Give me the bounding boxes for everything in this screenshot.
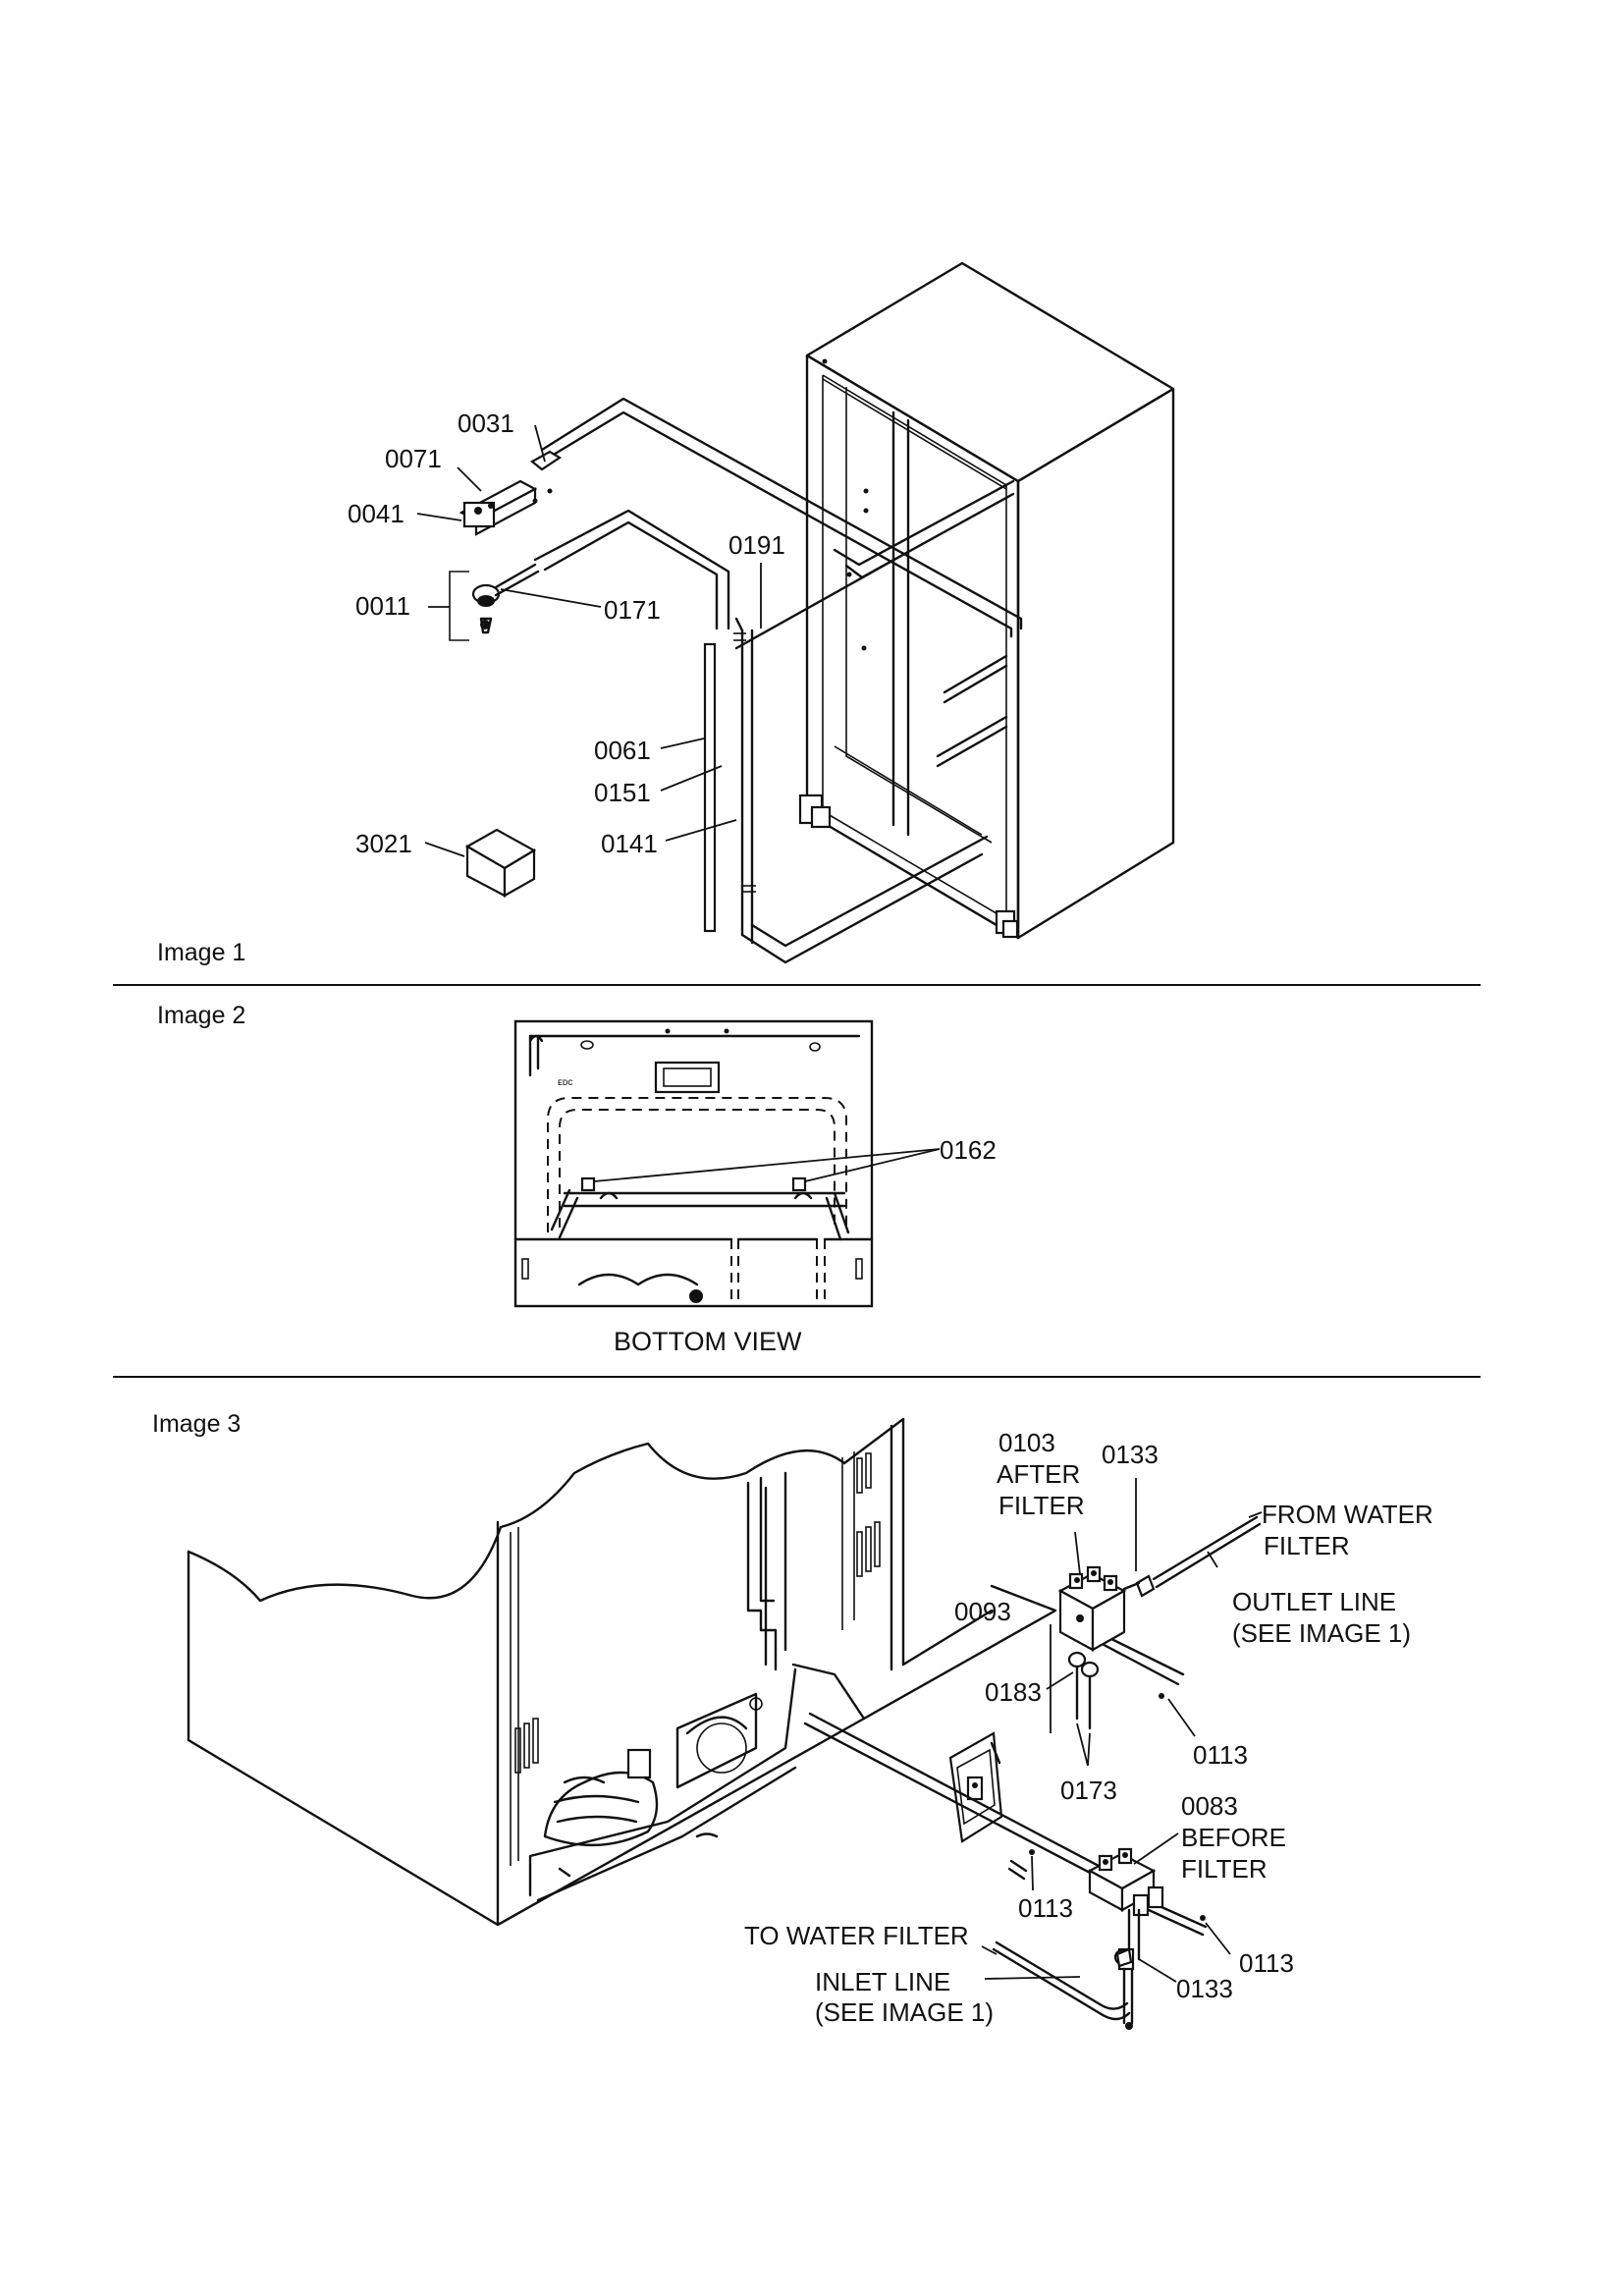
part-0093-bracket [948, 1731, 1003, 1843]
refrigerator-cabinet [798, 261, 1175, 940]
callout-0093: 0093 [954, 1597, 1011, 1626]
image1-label: Image 1 [157, 939, 245, 966]
callout-0113-b: 0113 [1018, 1893, 1073, 1923]
image2-label: Image 2 [157, 1002, 245, 1029]
image3-label: Image 3 [152, 1410, 241, 1438]
callout-0133-top: 0133 [1102, 1440, 1159, 1469]
refrigerator-lower-cutaway [187, 1417, 1057, 1927]
callout-0141: 0141 [601, 829, 658, 858]
callout-0173: 0173 [1060, 1776, 1117, 1805]
callout-0133-bottom: 0133 [1176, 1974, 1233, 2003]
callout-0011: 0011 [355, 591, 410, 621]
callout-0113-c: 0113 [1239, 1948, 1294, 1978]
inlet-line-label-1: INLET LINE [815, 1967, 950, 1996]
callout-0171: 0171 [604, 595, 661, 625]
to-water-filter-label: TO WATER FILTER [744, 1921, 969, 1950]
after-filter-label-1: AFTER [997, 1459, 1080, 1489]
from-water-filter-label-1: FROM WATER [1262, 1500, 1433, 1529]
callout-3021: 3021 [355, 829, 412, 858]
part-0103-valve-after-filter [1057, 1515, 1262, 1730]
valve-bracket-assembly [449, 450, 563, 641]
callout-0071: 0071 [385, 444, 442, 473]
from-water-filter-label-2: FILTER [1264, 1531, 1350, 1560]
image3-panel: Image 3 [152, 1410, 1433, 2030]
svg-text:ᴇᴅᴄ: ᴇᴅᴄ [558, 1077, 572, 1088]
after-filter-label-2: FILTER [998, 1491, 1085, 1520]
callout-0103: 0103 [998, 1428, 1055, 1457]
before-filter-label-2: FILTER [1181, 1854, 1267, 1884]
callout-0162: 0162 [940, 1135, 997, 1165]
part-3021-box [464, 828, 537, 898]
filter-tube [703, 642, 717, 933]
callout-0083: 0083 [1181, 1791, 1238, 1821]
outlet-line-label-1: OUTLET LINE [1232, 1587, 1396, 1616]
callout-0061: 0061 [594, 736, 651, 765]
bottom-view-caption: BOTTOM VIEW [614, 1327, 802, 1356]
callout-0191: 0191 [728, 530, 785, 560]
callout-0113-a: 0113 [1193, 1740, 1248, 1770]
image2-panel: Image 2 ᴇᴅᴄ 0162 [157, 1002, 997, 1356]
callout-0041: 0041 [348, 499, 404, 528]
before-filter-label-1: BEFORE [1181, 1823, 1286, 1852]
part-0083-valve-before-filter [992, 1847, 1164, 2030]
image1-panel: 0031 0071 0041 0011 0171 0191 0061 0151 … [157, 261, 1175, 966]
callout-0183: 0183 [985, 1677, 1042, 1707]
callout-0031: 0031 [458, 409, 514, 438]
callout-0151: 0151 [594, 778, 651, 807]
water-tubing [533, 397, 1023, 964]
outlet-line-label-2: (SEE IMAGE 1) [1232, 1618, 1411, 1648]
inlet-line-label-2: (SEE IMAGE 1) [815, 1997, 994, 2027]
